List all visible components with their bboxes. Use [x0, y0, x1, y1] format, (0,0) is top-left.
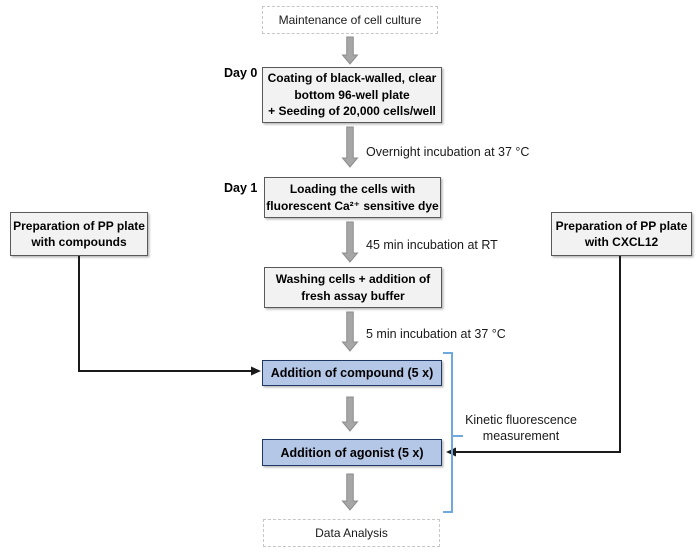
node-washing: Washing cells + addition of fresh assay … [264, 267, 442, 308]
down-arrow-icon [341, 311, 359, 352]
edge-label-5min-incubation: 5 min incubation at 37 °C [366, 327, 506, 341]
node-prep-compounds-line2: with compounds [31, 235, 127, 249]
node-prep-cxcl12-line1: Preparation of PP plate [555, 218, 688, 233]
node-prep-compounds-line1: Preparation of PP plate [13, 218, 145, 233]
node-coating-line1: Coating of black-walled, clear [267, 71, 437, 86]
day0-label: Day 0 [224, 66, 258, 80]
down-arrow-icon [341, 126, 359, 168]
down-arrow-icon [341, 473, 359, 511]
edge-label-45min-incubation: 45 min incubation at RT [366, 238, 498, 252]
down-arrow-icon [341, 396, 359, 432]
node-addition-agonist-label: Addition of agonist (5 x) [280, 445, 424, 460]
node-data-analysis-label: Data Analysis [315, 526, 388, 540]
kinetic-label-line1: Kinetic fluorescence [465, 413, 577, 427]
node-dye-line1: Loading the cells with [289, 182, 416, 196]
node-dye-loading: Loading the cells with fluorescent Ca²⁺ … [264, 177, 441, 218]
node-coating-line3: + Seeding of 20,000 cells/well [268, 104, 436, 119]
day1-label: Day 1 [224, 181, 258, 195]
node-prep-cxcl12: Preparation of PP plate with CXCL12 [551, 212, 692, 256]
node-dye-line2: fluorescent Ca²⁺ sensitive dye [266, 198, 439, 213]
node-maintenance: Maintenance of cell culture [262, 6, 438, 34]
kinetic-bracket [443, 352, 463, 513]
kinetic-label-line2: measurement [482, 428, 560, 443]
node-data-analysis: Data Analysis [263, 519, 440, 547]
node-addition-agonist: Addition of agonist (5 x) [262, 439, 442, 466]
node-maintenance-label: Maintenance of cell culture [278, 13, 422, 27]
node-washing-line2: fresh assay buffer [301, 288, 405, 303]
node-addition-compound-label: Addition of compound (5 x) [270, 366, 434, 380]
down-arrow-icon [341, 221, 359, 263]
node-prep-compounds: Preparation of PP plate with compounds [10, 212, 148, 256]
node-prep-cxcl12-line2: with CXCL12 [584, 235, 659, 249]
arrowhead-right-icon [251, 366, 261, 376]
kinetic-measurement-label: Kinetic fluorescence measurement [462, 413, 580, 444]
arrowhead-left-icon [446, 447, 456, 457]
down-arrow-icon [341, 36, 359, 65]
connector-compounds-line [78, 256, 251, 372]
node-coating-seeding: Coating of black-walled, clear bottom 96… [262, 67, 442, 123]
node-washing-line1: Washing cells + addition of [275, 272, 431, 286]
node-addition-compound: Addition of compound (5 x) [262, 360, 442, 386]
edge-label-overnight-incubation: Overnight incubation at 37 °C [366, 145, 530, 159]
node-coating-line2: bottom 96-well plate [294, 87, 410, 102]
